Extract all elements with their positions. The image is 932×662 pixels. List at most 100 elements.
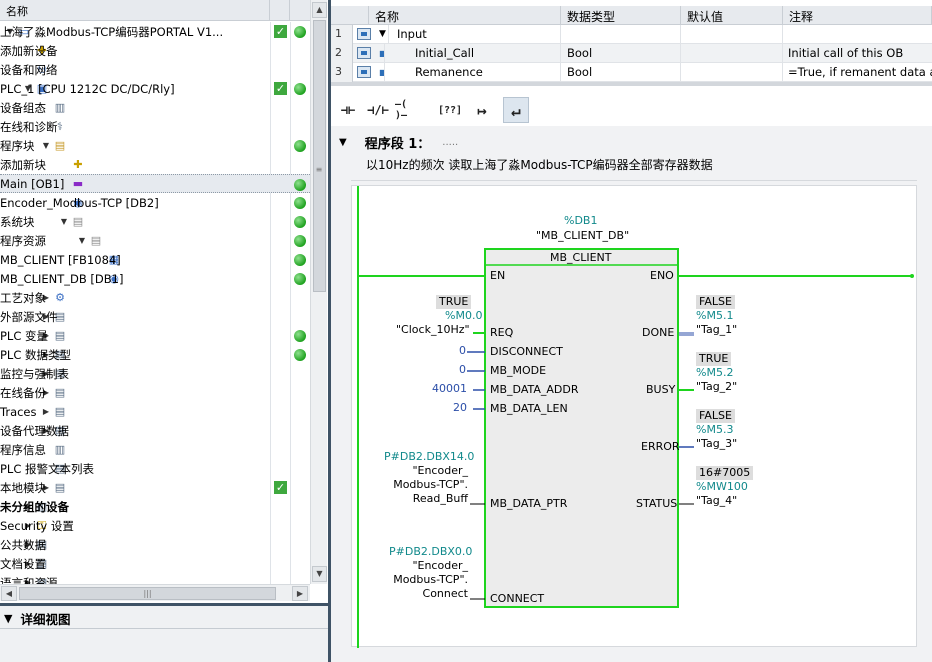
tree-vertical-scrollbar[interactable]: ▲ ≡ ▼ [310, 0, 327, 584]
interface-default[interactable] [687, 25, 783, 44]
ptr-tag-line1[interactable]: "Encoder_ [412, 464, 468, 477]
tree-item[interactable]: ✚添加新块 [0, 155, 310, 174]
busy-tag[interactable]: "Tag_2" [696, 380, 738, 393]
chevron-down-icon[interactable]: ▼ [42, 141, 50, 150]
chevron-right-icon[interactable]: ▶ [42, 331, 50, 340]
interface-row[interactable]: 3 ■ Remanence Bool =True, if remanent da… [331, 63, 932, 82]
instance-db-address[interactable]: %DB1 [564, 214, 598, 227]
ptr-tag-line3[interactable]: Read_Buff [412, 492, 468, 505]
scroll-right-arrow-icon[interactable]: ▶ [292, 586, 308, 601]
len-value[interactable]: 20 [453, 401, 467, 414]
tree-item[interactable]: ▶▤文档设置 [0, 554, 310, 573]
tree-item[interactable]: ✚添加新设备 [0, 41, 310, 60]
scroll-thumb[interactable]: ||| [19, 587, 276, 600]
chevron-right-icon[interactable]: ▶ [24, 521, 32, 530]
busy-address[interactable]: %M5.2 [696, 366, 734, 379]
scroll-up-arrow-icon[interactable]: ▲ [312, 2, 327, 18]
interface-default[interactable] [687, 63, 783, 82]
tree-item[interactable]: ▬Main [OB1] [0, 174, 310, 193]
tree-item[interactable]: ▶▤设备代理数据 [0, 421, 310, 440]
coil-button[interactable]: –( )– [395, 99, 408, 121]
detail-view-header[interactable]: ▼ 详细视图 [4, 609, 70, 628]
tree-header-name[interactable]: 名称 [0, 0, 270, 20]
tree-header-status-col[interactable] [270, 0, 290, 20]
tree-horizontal-scrollbar[interactable]: ◀ ||| ▶ [0, 584, 310, 601]
interface-comment[interactable]: Initial call of this OB [788, 46, 904, 60]
tree-item[interactable]: ▶▤公共数据 [0, 535, 310, 554]
chevron-right-icon[interactable]: ▶ [42, 483, 50, 492]
tree-item[interactable]: ⚕在线和诊断 [0, 117, 310, 136]
interface-header-comment[interactable]: 注释 [783, 6, 932, 25]
status-tag[interactable]: "Tag_4" [696, 494, 738, 507]
tree-item[interactable]: ▶▤本地模块✓ [0, 478, 310, 497]
disconnect-value[interactable]: 0 [459, 344, 466, 357]
chevron-down-icon[interactable]: ▼ [379, 25, 389, 44]
no-contact-button[interactable]: ⊣⊢ [340, 103, 356, 117]
error-address[interactable]: %M5.3 [696, 423, 734, 436]
interface-row[interactable]: 1 ▼ Input [331, 25, 932, 44]
chevron-right-icon[interactable]: ▶ [24, 578, 32, 584]
tree-item[interactable]: ◉Encoder_Modbus-TCP [DB2] [0, 193, 310, 212]
tree-item[interactable]: ▶⚿Security 设置 [0, 516, 310, 535]
tree-item[interactable]: ◉MB_CLIENT_DB [DB1] [0, 269, 310, 288]
tree-item[interactable]: ▶▥未分组的设备 [0, 497, 310, 516]
ptr-address[interactable]: P#DB2.DBX14.0 [384, 450, 475, 463]
chevron-down-icon[interactable]: ▼ [4, 612, 13, 625]
tree-item[interactable]: ▶▤外部源文件 [0, 307, 310, 326]
tree-item[interactable]: ▼▤系统块 [0, 212, 310, 231]
pane-splitter[interactable] [328, 0, 331, 662]
tree-item[interactable]: ▼▤程序资源 [0, 231, 310, 250]
chevron-right-icon[interactable]: ▶ [24, 540, 32, 549]
connect-tag-line2[interactable]: Modbus-TCP". [393, 573, 468, 586]
close-branch-button[interactable]: ↵ [503, 97, 529, 123]
interface-datatype[interactable]: Bool [567, 63, 681, 82]
scroll-thumb[interactable] [313, 20, 326, 292]
interface-header-default[interactable]: 默认值 [681, 6, 783, 25]
chevron-right-icon[interactable]: ▶ [42, 426, 50, 435]
tree-item[interactable]: ▼▣PLC_1 [CPU 1212C DC/DC/Rly]✓ [0, 79, 310, 98]
tree-header-online-col[interactable] [290, 0, 310, 20]
error-tag[interactable]: "Tag_3" [696, 437, 738, 450]
interface-default[interactable] [687, 44, 783, 63]
chevron-right-icon[interactable]: ▶ [42, 369, 50, 378]
network-title[interactable]: 程序段 1： [364, 136, 431, 152]
tree-item[interactable]: ⚇设备和网络 [0, 60, 310, 79]
chevron-right-icon[interactable]: ▶ [42, 350, 50, 359]
interface-name[interactable]: Initial_Call [415, 44, 561, 63]
chevron-down-icon[interactable]: ▼ [60, 217, 68, 226]
nc-contact-button[interactable]: ⊣/⊢ [367, 103, 389, 117]
addr-value[interactable]: 40001 [432, 382, 467, 395]
tree-item[interactable]: ▤PLC 报警文本列表 [0, 459, 310, 478]
ptr-tag-line2[interactable]: Modbus-TCP". [393, 478, 468, 491]
scroll-left-arrow-icon[interactable]: ◀ [1, 586, 17, 601]
tree-item[interactable]: ▶⚙工艺对象 [0, 288, 310, 307]
interface-header-name[interactable]: 名称 [369, 6, 561, 25]
mb-client-block-box[interactable] [484, 248, 679, 608]
chevron-down-icon[interactable]: ▼ [6, 27, 14, 36]
req-address[interactable]: %M0.0 [445, 309, 483, 322]
connect-tag-line1[interactable]: "Encoder_ [412, 559, 468, 572]
interface-name[interactable]: Input [397, 25, 561, 44]
scroll-down-arrow-icon[interactable]: ▼ [312, 566, 327, 582]
chevron-right-icon[interactable]: ▶ [42, 388, 50, 397]
tree-item[interactable]: ▶▤语言和资源 [0, 573, 310, 585]
interface-datatype[interactable]: Bool [567, 44, 681, 63]
instance-db-name[interactable]: "MB_CLIENT_DB" [536, 229, 630, 242]
chevron-right-icon[interactable]: ▶ [24, 559, 32, 568]
tree-item[interactable]: ▥程序信息 [0, 440, 310, 459]
connect-address[interactable]: P#DB2.DBX0.0 [389, 545, 473, 558]
done-tag[interactable]: "Tag_1" [696, 323, 738, 336]
network-header[interactable]: ▼ 程序段 1： ..... [331, 132, 932, 152]
chevron-down-icon[interactable]: ▼ [339, 136, 347, 148]
chevron-down-icon[interactable]: ▼ [24, 84, 32, 93]
interface-name[interactable]: Remanence [415, 63, 561, 82]
interface-row[interactable]: 2 ■ Initial_Call Bool Initial call of th… [331, 44, 932, 63]
interface-comment[interactable]: =True, if remanent data are [788, 65, 932, 79]
open-branch-button[interactable]: ↦ [477, 100, 487, 120]
done-address[interactable]: %M5.1 [696, 309, 734, 322]
interface-header-datatype[interactable]: 数据类型 [561, 6, 681, 25]
status-address[interactable]: %MW100 [696, 480, 748, 493]
tree-item[interactable]: ▶▤Traces [0, 402, 310, 421]
tree-item[interactable]: ▼▭上海了淼Modbus-TCP编码器PORTAL V1...✓ [0, 22, 310, 41]
network-comment[interactable]: 以10Hz的频次 读取上海了淼Modbus-TCP编码器全部寄存器数据 [366, 158, 713, 172]
